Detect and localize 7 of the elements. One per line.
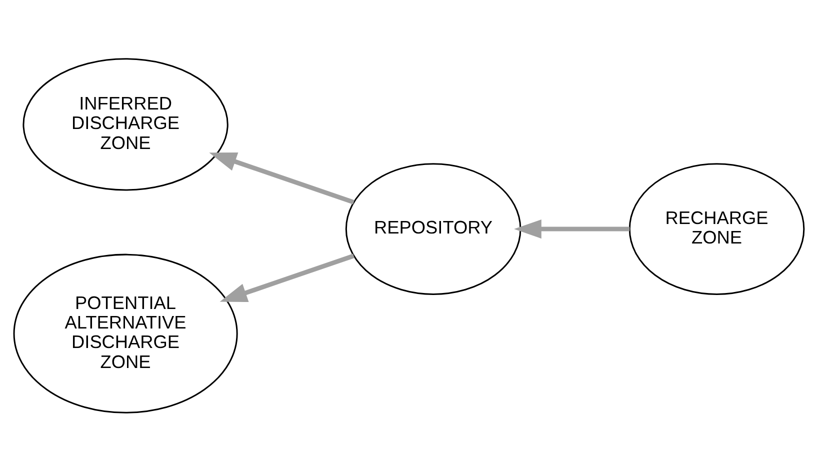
node-ellipse: REPOSITORY	[345, 162, 522, 294]
node-ellipse: POTENTIAL ALTERNATIVE DISCHARGE ZONE	[13, 253, 238, 413]
node-ellipse: INFERRED DISCHARGE ZONE	[22, 58, 228, 190]
node-ellipse: RECHARGE ZONE	[628, 162, 805, 294]
arrow	[220, 253, 354, 302]
arrow	[514, 218, 630, 238]
arrow	[209, 152, 354, 204]
